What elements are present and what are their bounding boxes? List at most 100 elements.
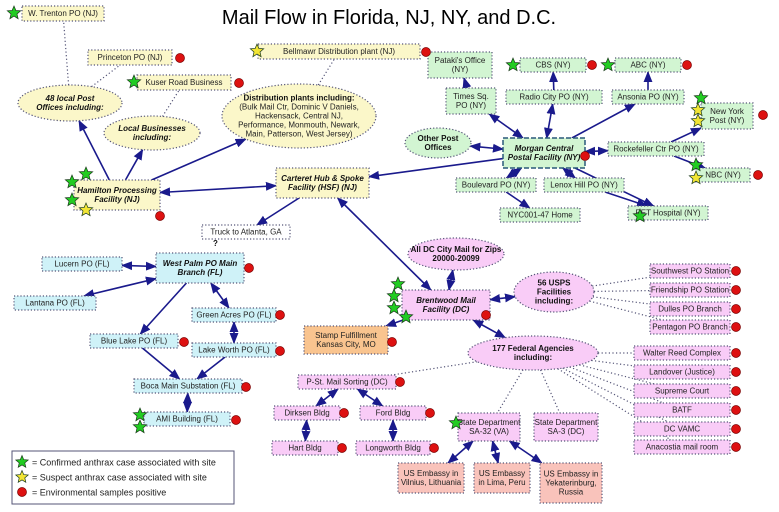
node-pst: P-St. Mail Sorting (DC) (297, 374, 397, 390)
edge-morgan-rockefeller (583, 146, 610, 156)
node-dist-plants: Distribution plants including:(Bulk Mail… (221, 83, 377, 149)
legend-label: = Confirmed anthrax case associated with… (32, 458, 216, 468)
node-boulevard: Boulevard PO (NY) (455, 177, 537, 193)
node-label: Brentwood Mail (416, 296, 476, 305)
node-shape (627, 205, 709, 221)
node-label: including: (514, 353, 552, 362)
confirmed-star-icon (126, 74, 142, 89)
confirmed-star-icon (693, 90, 709, 105)
env-positive-dot-icon (275, 310, 285, 320)
node-shape (539, 462, 603, 504)
env-positive-dot-icon (429, 443, 439, 453)
edge-times_sq-pataki (462, 76, 472, 89)
env-positive-dot-icon (731, 367, 741, 377)
node-label: Hackensack, Central NJ, (255, 112, 343, 121)
node-princeton: Princeton PO (NJ) (87, 49, 173, 66)
node-label: State Department (458, 418, 521, 427)
node-lucern: Lucern PO (FL) (41, 256, 123, 272)
suspect-star-icon (78, 202, 94, 217)
edge-brentwood-stamp (384, 318, 404, 327)
edge-boulevard-nyc_home (505, 191, 531, 209)
node-times-sq: Times Sq.PO (NY) (445, 87, 497, 115)
node-shape (543, 177, 625, 193)
env-positive-dot-icon (731, 285, 741, 295)
node-label: Hart Bldg (288, 444, 321, 453)
node-shape (397, 462, 465, 494)
nodes-layer: W. Trenton PO (NJ)Princeton PO (NJ)Kuser… (13, 5, 754, 504)
node-ami: AMI Building (FL) (143, 411, 231, 427)
env-positive-dot-icon (587, 60, 597, 70)
env-positive-dot-icon (682, 60, 692, 70)
node-shape (499, 207, 581, 223)
edge-local_po-princeton (91, 64, 121, 88)
node-shape (297, 374, 397, 390)
edge-radio_city-cbs (549, 70, 559, 91)
node-shape (467, 335, 599, 371)
node-label: SA-3 (DC) (548, 427, 585, 436)
env-positive-dot-icon (175, 53, 185, 63)
edge-hamilton-dist_plants (151, 138, 247, 181)
env-positive-dot-icon (234, 78, 244, 88)
edge-carteret-brentwood (336, 197, 432, 291)
node-anacostia: Anacostia mail room (633, 439, 731, 455)
env-positive-dot-icon (155, 211, 165, 221)
edge-dirksen-hart (301, 418, 311, 443)
node-shape (273, 405, 341, 421)
env-positive-dot-icon (421, 47, 431, 57)
node-shape (89, 333, 179, 349)
env-positive-dot-icon (731, 386, 741, 396)
node-label: Distribution plants including: (243, 94, 354, 103)
node-label: in Lima, Peru (478, 478, 525, 487)
env-positive-dot-icon (753, 170, 763, 180)
node-pentagon: Pentagon PO Branch (649, 319, 731, 335)
node-label: Truck to Atlanta, GA (210, 228, 282, 237)
node-shape (700, 102, 754, 130)
node-pataki: Pataki's Office(NY) (427, 51, 493, 79)
node-shape (473, 462, 531, 494)
confirmed-star-icon (632, 208, 648, 223)
edge-lucern-west_palm (120, 261, 158, 271)
node-radio-city: Radio City PO (NY) (505, 89, 603, 105)
node-ford: Ford Bldg (359, 405, 427, 421)
edge-sa32-vilnius (447, 440, 474, 464)
confirmed-star-icon (505, 57, 521, 72)
confirmed-star-icon (64, 174, 80, 189)
node-label: Times Sq. (453, 92, 489, 101)
edge-fed177-anacostia (557, 368, 672, 441)
edge-sa32-yekaterinburg (508, 440, 543, 464)
edge-dist_plants-bellmawr (317, 58, 335, 86)
node-longworth: Longworth Bldg (355, 440, 431, 456)
node-label: Local Businesses (118, 124, 186, 133)
node-label: Pentagon PO Branch (652, 323, 728, 332)
edge-local_po-w_trenton (62, 20, 70, 86)
node-label: Facilities (537, 288, 572, 297)
node-label: Longworth Bldg (365, 444, 421, 453)
node-label: US Embassy in (544, 470, 599, 479)
node-label: Facility (HSF) (NJ) (288, 183, 357, 192)
node-label: Bellmawr Distribution plant (NJ) (283, 47, 395, 56)
node-lenox: Lenox Hill PO (NY) (543, 177, 625, 193)
node-shape (633, 383, 731, 399)
node-label: US Embassy in (404, 469, 459, 478)
node-lantana: Lantana PO (FL) (13, 295, 97, 311)
node-rockefeller: Rockefeller Ctr PO (NY) (607, 141, 705, 157)
node-shape (633, 402, 731, 418)
node-label: including: (133, 133, 172, 142)
node-label: Lantana PO (FL) (25, 299, 85, 308)
confirmed-star-icon (64, 192, 80, 207)
env-positive-dot-icon (731, 348, 741, 358)
confirmed-star-icon (448, 415, 464, 430)
node-shape (303, 325, 389, 355)
node-shape (633, 364, 731, 380)
edge-west_palm-green_acres (210, 282, 230, 309)
node-label: 177 Federal Agencies (492, 344, 574, 353)
env-positive-dot-icon (731, 266, 741, 276)
node-label: Vilnius, Lithuania (401, 478, 462, 487)
edge-local_biz-kuser (162, 89, 180, 117)
node-label: Lake Worth PO (FL) (198, 346, 270, 355)
edge-fed177-pst (391, 361, 478, 376)
